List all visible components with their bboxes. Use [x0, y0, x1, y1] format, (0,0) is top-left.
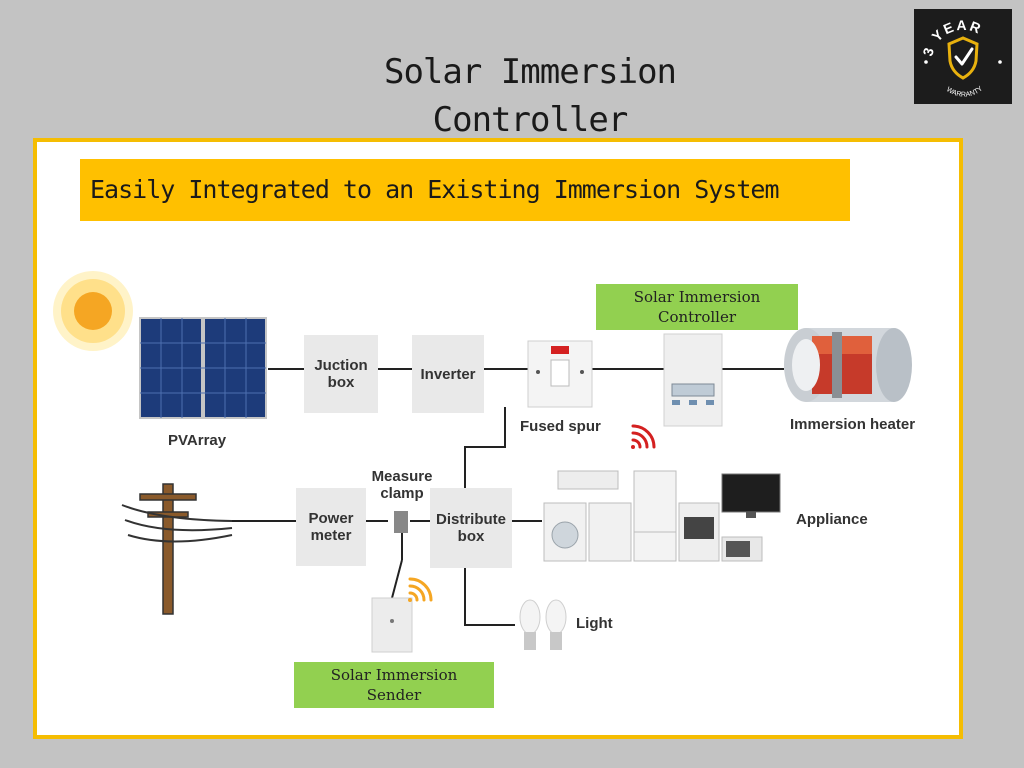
immersion-heater-label: Immersion heater: [790, 416, 916, 433]
inverter-label: Inverter: [420, 365, 476, 383]
wifi-signal-red-icon: [631, 424, 656, 449]
distribute-box-line-1: Distribute: [435, 511, 506, 528]
junction-box-line-2: box: [327, 374, 355, 391]
inverter-box: Inverter: [412, 335, 484, 413]
utility-pole-icon: [121, 483, 233, 615]
appliance-label: Appliance: [796, 511, 868, 528]
title-line-2: Controller: [432, 100, 629, 140]
sender-label-line-2: Sender: [366, 686, 422, 704]
sender-label-line-1: Solar Immersion: [330, 666, 458, 684]
junction-box-line-1: Juction: [314, 357, 368, 374]
sender-unit-icon: [371, 597, 413, 653]
power-meter-line-2: meter: [310, 527, 352, 544]
connection-lines: [232, 368, 784, 626]
controller-label-line-1: Solar Immersion: [633, 288, 761, 306]
controller-label-line-2: Controller: [657, 308, 737, 326]
warranty-badge: 3 YEAR WARRANTY: [914, 9, 1012, 104]
controller-unit-icon: [663, 333, 723, 427]
wifi-signal-orange-icon: [408, 577, 433, 602]
title-line-1: Solar Immersion: [383, 52, 677, 92]
solar-panel-icon: [139, 317, 267, 419]
page-title: Solar Immersion Controller: [330, 48, 730, 144]
controller-label: Solar Immersion Controller: [596, 284, 798, 330]
distribute-box-line-2: box: [457, 528, 485, 545]
immersion-heater-icon: [784, 328, 912, 402]
measure-clamp-line-1: Measure: [371, 468, 433, 485]
sender-label: Solar Immersion Sender: [294, 662, 494, 708]
shield-check-icon: [947, 36, 979, 80]
diagram-panel: [33, 138, 963, 739]
measure-clamp-line-2: clamp: [380, 485, 424, 502]
banner: Easily Integrated to an Existing Immersi…: [80, 159, 850, 221]
appliances-icon: [543, 470, 781, 562]
light-label: Light: [576, 615, 613, 632]
fused-spur-icon: [527, 340, 593, 408]
clamp-icon: [394, 511, 408, 533]
measure-clamp-label: Measure clamp: [366, 468, 438, 502]
power-meter-line-1: Power: [308, 510, 354, 527]
pv-array-label: PVArray: [168, 432, 227, 449]
sun-icon: [53, 271, 133, 351]
light-bulb-icon: [519, 599, 567, 650]
fused-spur-label: Fused spur: [520, 418, 601, 435]
